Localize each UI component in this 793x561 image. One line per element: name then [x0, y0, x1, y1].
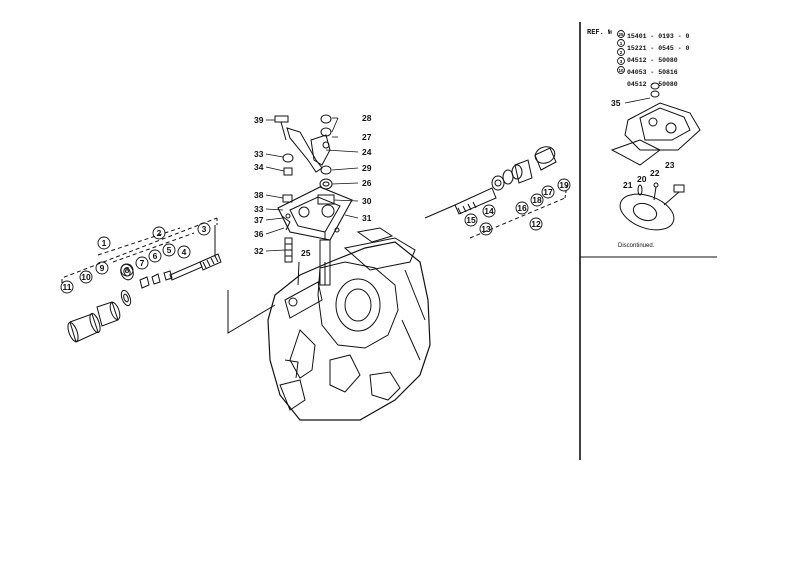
lever-assembly: [274, 114, 353, 286]
callout-9: 9: [100, 263, 105, 273]
callout-34: 34: [254, 162, 264, 172]
callout-21: 21: [623, 180, 633, 190]
callout-35: 35: [611, 98, 621, 108]
pump-plunger-assembly: [424, 146, 568, 239]
callout-39: 39: [254, 115, 264, 125]
callout-19: 19: [559, 180, 569, 190]
callout-3: 3: [202, 224, 207, 234]
ref-number: 04512 - 50080: [627, 81, 678, 88]
callout-leaders: [265, 97, 651, 252]
reference-row-marker: 2: [620, 50, 623, 55]
ref-number: 15401 - 0193 - 0: [627, 33, 690, 40]
leader-line-left: [227, 290, 276, 334]
callout-37: 37: [254, 215, 264, 225]
callout-24: 24: [362, 147, 372, 157]
callout-25: 25: [301, 248, 311, 258]
callout-32: 32: [254, 246, 264, 256]
callout-18: 18: [532, 195, 542, 205]
callout-28: 28: [362, 113, 372, 123]
callout-31: 31: [362, 213, 372, 223]
reference-row-marker: 1: [620, 41, 623, 46]
ref-number: 04512 - 50080: [627, 57, 678, 64]
reference-row: 1004512 - 50080: [617, 77, 689, 89]
reference-row: 2515401 - 0193 - 0: [617, 29, 689, 41]
callout-17: 17: [543, 187, 553, 197]
reference-row-marker: 3: [620, 59, 623, 64]
callout-circles: [60, 30, 625, 294]
callout-22: 22: [650, 168, 660, 178]
callout-36: 36: [254, 229, 264, 239]
reference-row: 1 15221 - 0545 - 0: [617, 41, 689, 53]
callout-33: 33: [254, 204, 264, 214]
reference-table: 2515401 - 0193 - 0 1 15221 - 0545 - 0 2 04…: [617, 29, 689, 89]
callout-14: 14: [484, 206, 494, 216]
callout-27: 27: [362, 132, 372, 142]
ref-number: 15221 - 0545 - 0: [627, 45, 690, 52]
callout-labels: 1 2 3 4 5 6 7 8 9 10 11 12 13 14 15 16 1…: [63, 98, 675, 292]
reference-title: REF. №: [587, 29, 613, 37]
callout-11: 11: [63, 282, 72, 292]
spring-plunger-assembly: [61, 217, 222, 343]
discontinued-caption: Discontinued.: [618, 243, 655, 249]
callout-4: 4: [182, 247, 187, 257]
callout-20: 20: [637, 174, 647, 184]
reference-row-marker: 10: [618, 68, 624, 73]
callout-38: 38: [254, 190, 264, 200]
inset-cover-assembly: [610, 82, 701, 231]
callout-33-top: 33: [254, 149, 264, 159]
callout-30: 30: [362, 196, 372, 206]
callout-6: 6: [153, 251, 158, 261]
callout-7: 7: [140, 258, 145, 268]
callout-13: 13: [481, 224, 491, 234]
callout-16: 16: [517, 203, 527, 213]
reference-row: 2 04512 - 50080: [617, 53, 689, 65]
callout-1: 1: [102, 238, 107, 248]
callout-23: 23: [665, 160, 675, 170]
reference-row-marker: 25: [618, 32, 624, 37]
callout-10: 10: [81, 272, 91, 282]
callout-8: 8: [125, 265, 130, 275]
callout-12: 12: [531, 219, 541, 229]
governor-housing: [267, 227, 431, 421]
callout-26: 26: [362, 178, 372, 188]
ref-number: 04053 - 50816: [627, 69, 678, 76]
callout-2: 2: [157, 228, 162, 238]
callout-15: 15: [466, 215, 476, 225]
callout-29: 29: [362, 163, 372, 173]
callout-5: 5: [167, 245, 172, 255]
reference-row: 304053 - 50816: [617, 65, 689, 77]
